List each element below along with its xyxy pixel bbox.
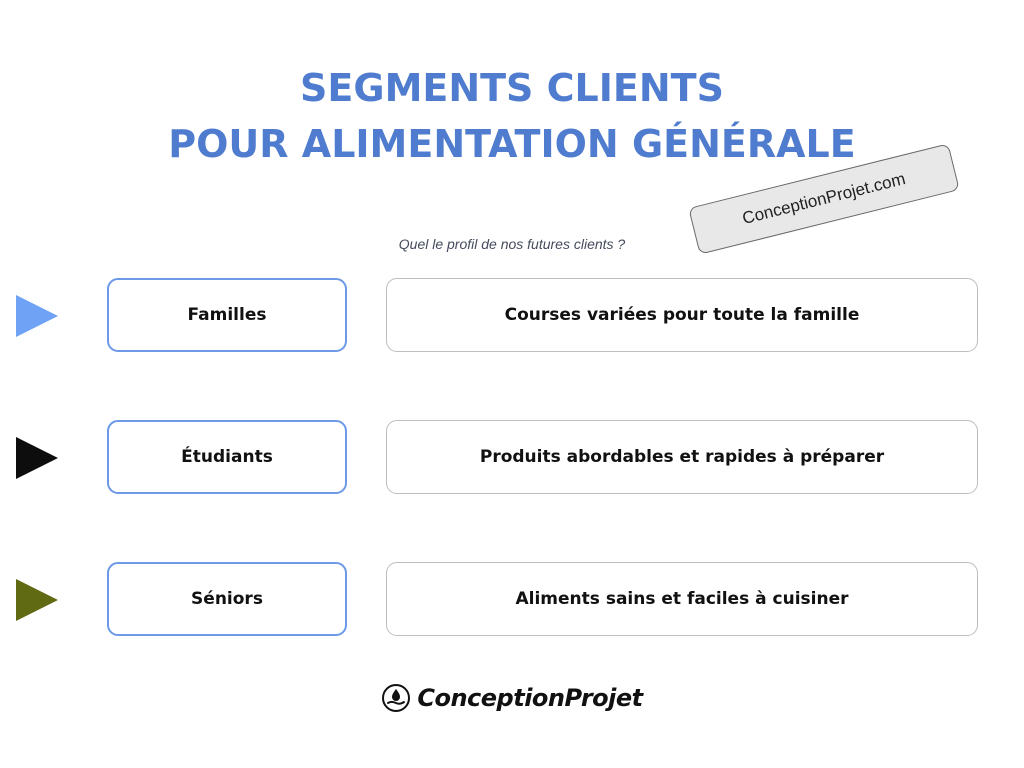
segment-label-box: Familles (107, 278, 347, 352)
segment-row: Étudiants Produits abordables et rapides… (0, 420, 1024, 496)
title-line-1: SEGMENTS CLIENTS (300, 66, 724, 110)
segment-label-box: Séniors (107, 562, 347, 636)
segment-row: Familles Courses variées pour toute la f… (0, 278, 1024, 354)
segment-row: Séniors Aliments sains et faciles à cuis… (0, 562, 1024, 638)
logo-text: ConceptionProjet (417, 684, 643, 712)
triangle-arrow-icon (16, 295, 58, 337)
footer-logo: ConceptionProjet (0, 676, 1024, 720)
triangle-arrow-icon (16, 437, 58, 479)
segment-label-box: Étudiants (107, 420, 347, 494)
segment-description-box: Aliments sains et faciles à cuisiner (386, 562, 978, 636)
page-title: SEGMENTS CLIENTS POUR ALIMENTATION GÉNÉR… (0, 60, 1024, 172)
segment-description-box: Produits abordables et rapides à prépare… (386, 420, 978, 494)
title-line-2: POUR ALIMENTATION GÉNÉRALE (168, 122, 856, 166)
hand-drop-icon (382, 684, 411, 712)
subtitle: Quel le profil de nos futures clients ? (398, 236, 626, 252)
triangle-arrow-icon (16, 579, 58, 621)
segment-description-box: Courses variées pour toute la famille (386, 278, 978, 352)
